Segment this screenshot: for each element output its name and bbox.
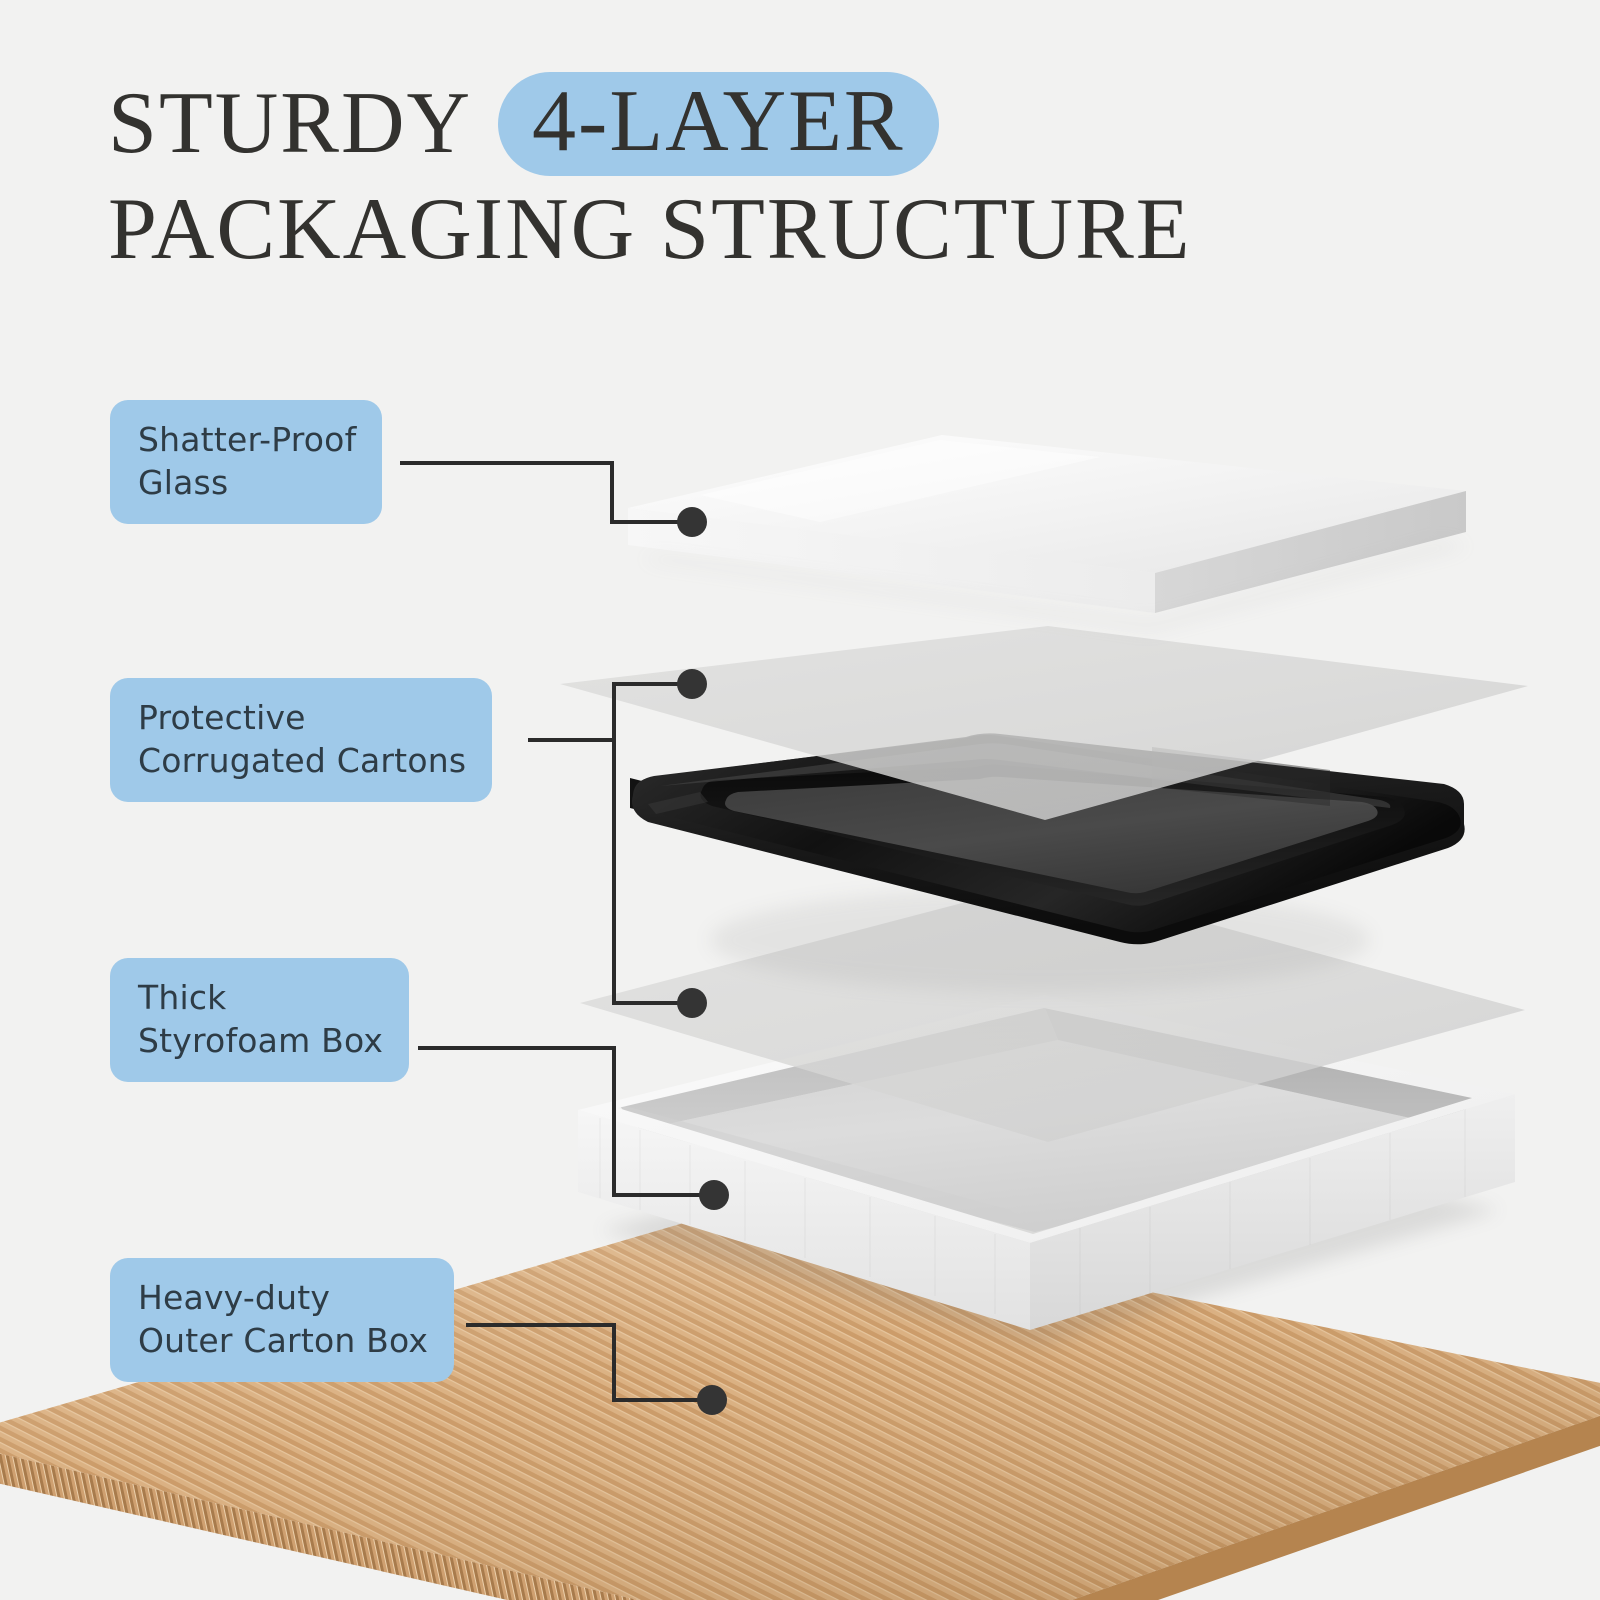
label-thick-styrofoam-box[interactable]: Thick Styrofoam Box [110,958,410,1082]
label-line-1: Protective [138,698,306,737]
label-line-2: Styrofoam Box [138,1021,384,1060]
label-line-2: Corrugated Cartons [138,741,467,780]
label-protective-corrugated-cartons[interactable]: Protective Corrugated Cartons [110,678,493,802]
label-line-1: Heavy-duty [138,1278,331,1317]
black-product-tray [630,733,1465,992]
title-highlight-pill: 4-LAYER [498,72,939,176]
label-line-2: Glass [138,463,229,502]
label-shatter-proof-glass[interactable]: Shatter-Proof Glass [110,400,383,524]
title-line-1: STURDY 4-LAYER [108,72,1308,176]
title-line-2: PACKAGING STRUCTURE [108,181,1192,278]
label-line-1: Thick [138,978,227,1017]
label-line-2: Outer Carton Box [138,1321,429,1360]
title-word-sturdy: STURDY [108,75,473,172]
label-line-1: Shatter-Proof [138,420,357,459]
page-title: STURDY 4-LAYER PACKAGING STRUCTURE [108,72,1308,278]
corrugated-sheet-upper [560,626,1528,820]
shatter-proof-glass-panel [628,435,1470,632]
label-heavy-duty-outer-carton-box[interactable]: Heavy-duty Outer Carton Box [110,1258,455,1382]
